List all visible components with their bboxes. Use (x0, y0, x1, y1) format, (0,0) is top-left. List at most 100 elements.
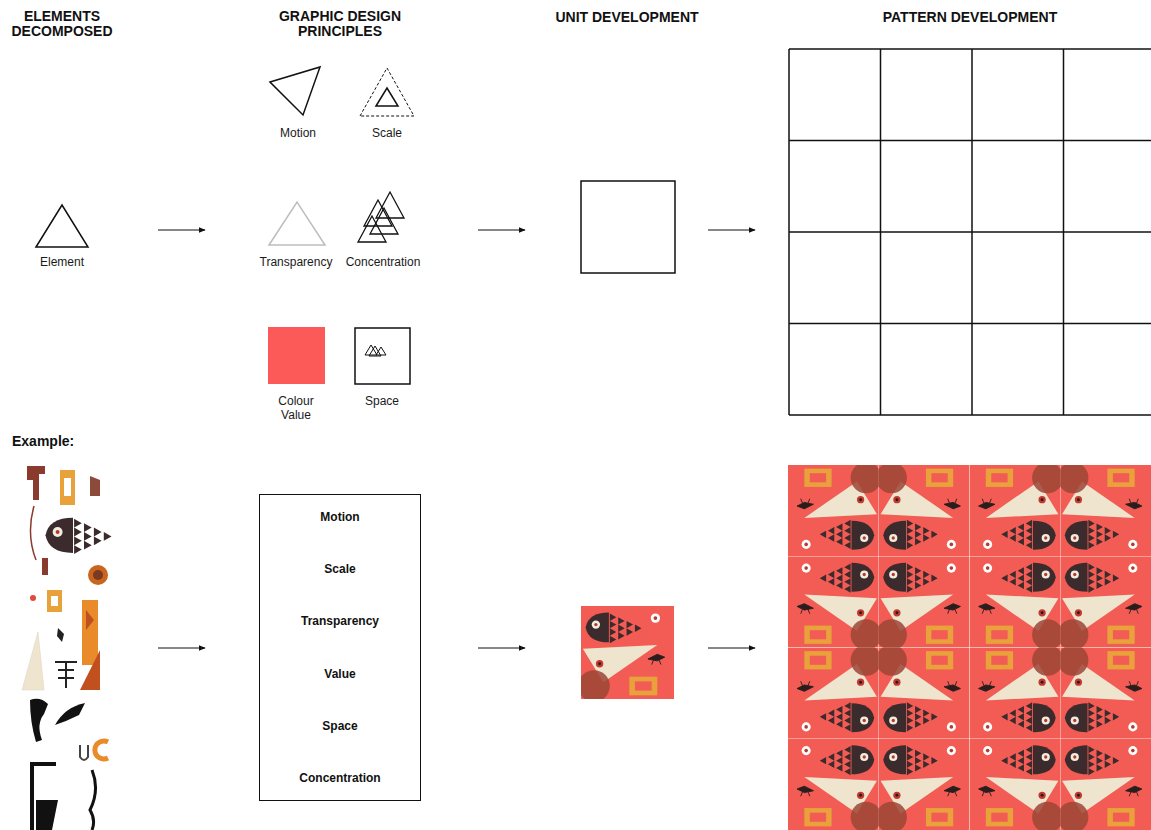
pattern-grid (789, 49, 1151, 415)
pattern-image-part (876, 556, 969, 650)
column-heading: ELEMENTS DECOMPOSED (2, 9, 122, 39)
flow-arrows (158, 230, 755, 648)
element-collage-part (86, 610, 94, 630)
column-heading: UNIT DEVELOPMENT (527, 10, 727, 25)
principle-name: Scale (324, 561, 355, 577)
principle-name: Transparency (301, 613, 379, 629)
element-collage-part (80, 650, 100, 690)
example-label: Example: (12, 434, 112, 449)
element-collage-part (30, 595, 36, 601)
element-collage-part (51, 596, 58, 606)
element-collage-part (42, 558, 48, 575)
principle-icon-shape (338, 188, 428, 248)
element-collage-part (88, 565, 108, 585)
element-collage-part (90, 476, 100, 496)
principle-icon-shape (255, 62, 341, 120)
principle-icon: Transparency (253, 198, 339, 269)
pattern-grid-part (789, 231, 1151, 233)
principle-icon-shape (376, 347, 386, 355)
principle-icon-shape (376, 88, 398, 106)
element-icon-shape (19, 200, 105, 250)
pattern-image-part (970, 556, 1063, 650)
element-collage-part (27, 466, 45, 500)
pattern-grid-part (789, 323, 1151, 325)
flow-arrows-part (478, 648, 525, 649)
principle-name: Value (324, 666, 355, 682)
principle-icon-shape (253, 198, 339, 248)
principle-icon: Space (339, 326, 425, 408)
pattern-image-part (1058, 462, 1151, 556)
flow-arrows-part (708, 230, 755, 231)
element-collage-part (55, 703, 85, 725)
element-collage-part (22, 632, 44, 690)
pattern-grid-part (789, 140, 1151, 142)
principle-icon: Concentration (338, 188, 428, 269)
principle-icon: Scale (344, 62, 430, 140)
element-collage-part (93, 570, 103, 580)
pattern-image-part (876, 462, 969, 556)
principle-icon-shape (269, 202, 325, 245)
icon-caption: Scale (372, 126, 402, 140)
pattern-grid-part (789, 414, 1151, 416)
element-collage-part (57, 628, 64, 642)
unit-square (581, 181, 675, 273)
element-collage-part (95, 741, 108, 759)
pattern-image-part (1058, 556, 1151, 650)
icon-caption: Motion (280, 126, 316, 140)
element-collage-part (47, 590, 62, 612)
icon-caption: Concentration (346, 255, 421, 269)
icon-caption: Transparency (260, 255, 333, 269)
column-heading: PATTERN DEVELOPMENT (850, 10, 1090, 25)
principle-icon-shape (270, 67, 320, 115)
element-collage-part (90, 770, 96, 830)
pattern-image-part (788, 556, 881, 650)
element-collage-part (36, 800, 58, 830)
element-collage-part (30, 506, 36, 560)
element-collage-part (46, 518, 112, 554)
unit-tile-part (578, 606, 674, 702)
flow-arrows-part (158, 230, 205, 231)
principle-icon-shape (253, 326, 339, 384)
pattern-image-part (970, 645, 1063, 739)
principle-icon: Motion (255, 62, 341, 140)
pattern-image-part (788, 739, 881, 830)
element-icon-shape (36, 205, 88, 247)
principle-icon-shape (339, 326, 425, 386)
icon-caption: Colour Value (268, 394, 324, 422)
element-collage (22, 466, 112, 830)
pattern-image-part (788, 462, 881, 556)
principle-icon-shape (344, 62, 430, 120)
principle-icon-shape (355, 328, 410, 384)
pattern-image-part (970, 739, 1063, 830)
pattern-image-part (1058, 739, 1151, 830)
pattern-image (788, 462, 1151, 830)
principle-icon-shape (360, 68, 414, 116)
element-collage-part (55, 662, 77, 688)
element-collage-part (80, 745, 88, 760)
unit-tile (578, 606, 674, 702)
element-collage-part (30, 699, 48, 742)
principle-icon: Colour Value (253, 326, 339, 422)
principle-name: Concentration (299, 770, 380, 786)
principles-list-box: MotionScaleTransparencyValueSpaceConcent… (259, 494, 421, 801)
principle-name: Motion (320, 509, 359, 525)
principle-icon-shape (268, 327, 325, 384)
pattern-image-part (876, 645, 969, 739)
flow-arrows-part (708, 648, 755, 649)
element-collage-part (60, 470, 75, 505)
element-icon: Element (19, 200, 105, 269)
principle-name: Space (322, 718, 357, 734)
pattern-image-part (876, 739, 969, 830)
column-heading: GRAPHIC DESIGN PRINCIPLES (265, 9, 415, 39)
pattern-image-part (1058, 645, 1151, 739)
icon-caption: Element (40, 255, 84, 269)
pattern-image-part (788, 645, 881, 739)
element-collage-part (64, 478, 71, 496)
principle-icon-shape (358, 216, 386, 242)
flow-arrows-part (158, 648, 205, 649)
pattern-image-part (970, 462, 1063, 556)
pattern-grid-part (789, 48, 1151, 50)
element-collage-part (82, 600, 98, 665)
